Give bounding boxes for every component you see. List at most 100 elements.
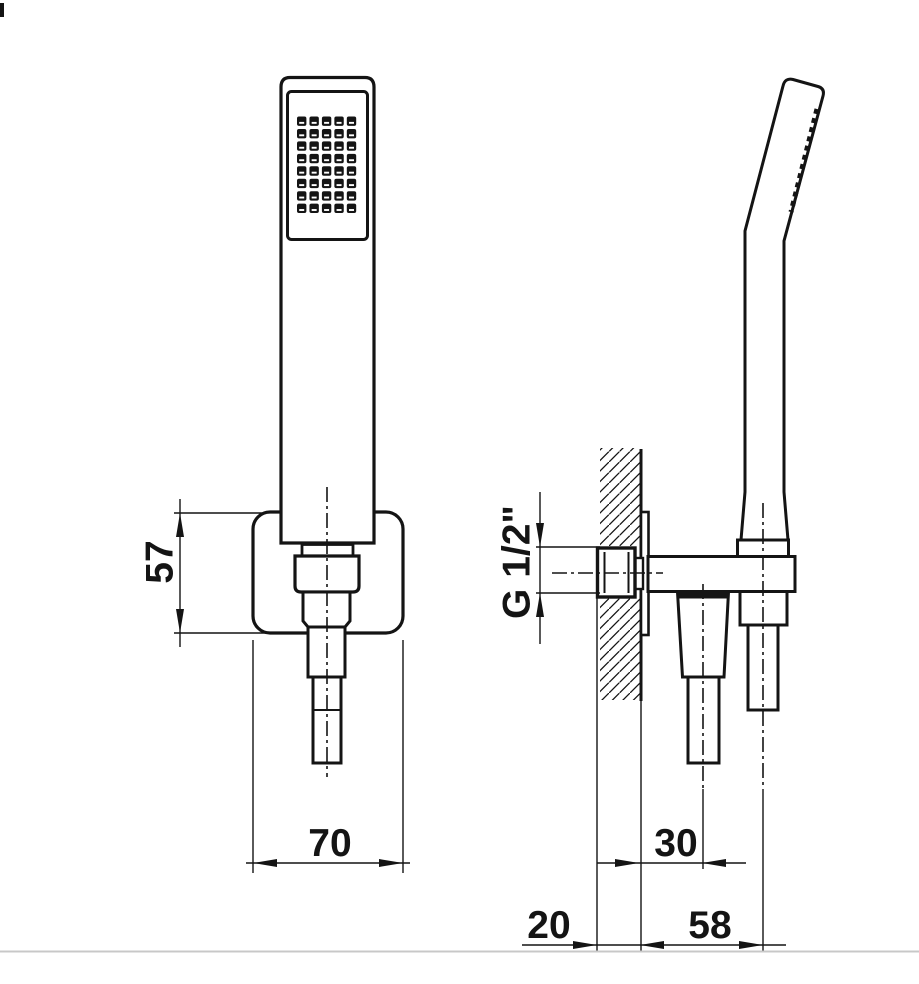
spray-nozzle-slit (349, 121, 354, 124)
spray-nozzle (346, 203, 357, 214)
spray-nozzle (346, 128, 357, 139)
arrowhead-right (573, 941, 597, 949)
spray-nozzle-slit (324, 134, 330, 137)
spray-nozzle (346, 153, 357, 164)
spray-nozzle-slit (349, 134, 354, 137)
spray-nozzle-slit (311, 159, 317, 162)
spray-nozzle-slit (311, 209, 317, 211)
spray-nozzle-slit (299, 209, 305, 211)
spray-nozzle (309, 116, 319, 126)
bracket-arm-side (646, 555, 797, 593)
spray-nozzle-slit (336, 196, 342, 199)
spray-nozzle (297, 178, 307, 189)
wall-hatch-lower (600, 597, 641, 700)
spray-nozzle (321, 141, 332, 151)
spray-face-plate (286, 90, 369, 241)
spray-nozzle (334, 116, 344, 126)
spray-nozzle (297, 203, 307, 214)
spray-nozzle-slit (324, 209, 330, 211)
spray-nozzle-slit (299, 184, 305, 187)
spray-nozzle (334, 128, 344, 139)
dimension-thread: G 1/2" (496, 492, 600, 644)
spray-nozzles (297, 116, 357, 214)
spray-nozzle-slit (324, 196, 330, 199)
spray-nozzle-slit (299, 134, 305, 137)
spray-nozzle (321, 191, 332, 201)
spray-nozzle-slit (349, 196, 354, 199)
spray-nozzle-slit (311, 146, 317, 149)
dim-label-70: 70 (308, 822, 351, 865)
spray-nozzle (309, 128, 319, 139)
spray-nozzle-slit (299, 196, 305, 199)
spray-nozzle (297, 128, 307, 139)
spray-nozzle-slit (299, 121, 305, 124)
spray-nozzle-slit (324, 184, 330, 187)
spray-nozzle-slit (311, 196, 317, 199)
spray-nozzle (346, 166, 357, 176)
dimension-20-58: 20 58 (522, 904, 786, 949)
spray-nozzle-slit (336, 159, 342, 162)
handshower-side-profile (739, 77, 825, 542)
spray-nozzle (309, 166, 319, 176)
spray-nozzle (346, 116, 357, 126)
spray-nozzle-slit (336, 134, 342, 137)
spray-nozzle (321, 166, 332, 176)
spray-nozzle-slit (324, 121, 330, 124)
spray-nozzle (309, 191, 319, 201)
dimension-57: 57 (139, 499, 300, 647)
dim-label-30: 30 (654, 822, 697, 865)
spray-nozzle (334, 178, 344, 189)
spray-nozzle (309, 153, 319, 164)
spray-nozzle-slit (324, 159, 330, 162)
spray-nozzle-slit (349, 146, 354, 149)
arrowhead-up (176, 513, 184, 537)
spray-nozzle-slit (349, 184, 354, 187)
dim-label-thread: G 1/2" (496, 505, 539, 619)
spray-nozzles-edge (788, 108, 820, 213)
spray-nozzle (346, 141, 357, 151)
spray-nozzle (321, 153, 332, 164)
spray-nozzle (297, 166, 307, 176)
spray-nozzle (309, 178, 319, 189)
spray-nozzle-slit (324, 146, 330, 149)
arrowhead-right (379, 859, 403, 867)
spray-nozzle (334, 153, 344, 164)
spray-nozzle-slit (311, 121, 317, 124)
dim-label-58: 58 (688, 904, 731, 947)
spray-nozzle (334, 141, 344, 151)
arrowhead-left (640, 941, 664, 949)
spray-nozzle-slit (349, 159, 354, 162)
spray-nozzle-slit (311, 171, 317, 174)
spray-nozzle-slit (299, 146, 305, 149)
dimension-30: 30 (597, 822, 746, 867)
spray-nozzle-slit (299, 171, 305, 174)
spray-nozzle-slit (336, 121, 342, 124)
spray-nozzle (309, 203, 319, 214)
wall-hatch-upper (600, 448, 641, 546)
spray-nozzle (321, 128, 332, 139)
side-view (552, 77, 825, 951)
arrowhead-down (536, 523, 544, 547)
scan-artifact (0, 3, 4, 17)
arrowhead-right (739, 941, 763, 949)
spray-nozzle-slit (311, 134, 317, 137)
arrowhead-right (615, 859, 639, 867)
spray-nozzle-slit (336, 209, 342, 211)
spray-nozzle-slit (336, 184, 342, 187)
arrowhead-up (536, 593, 544, 617)
dim-label-20: 20 (527, 904, 570, 947)
spray-nozzle-slit (349, 209, 354, 211)
dimension-70: 70 (246, 640, 410, 873)
spray-nozzle (297, 141, 307, 151)
arrowhead-down (176, 609, 184, 633)
spray-nozzle-slit (324, 171, 330, 174)
spray-nozzle (321, 203, 332, 214)
spray-nozzle-slit (311, 184, 317, 187)
spray-nozzle (321, 178, 332, 189)
spray-nozzle (297, 153, 307, 164)
spray-nozzle (334, 166, 344, 176)
spray-nozzle-slit (336, 171, 342, 174)
spray-nozzle (334, 203, 344, 214)
